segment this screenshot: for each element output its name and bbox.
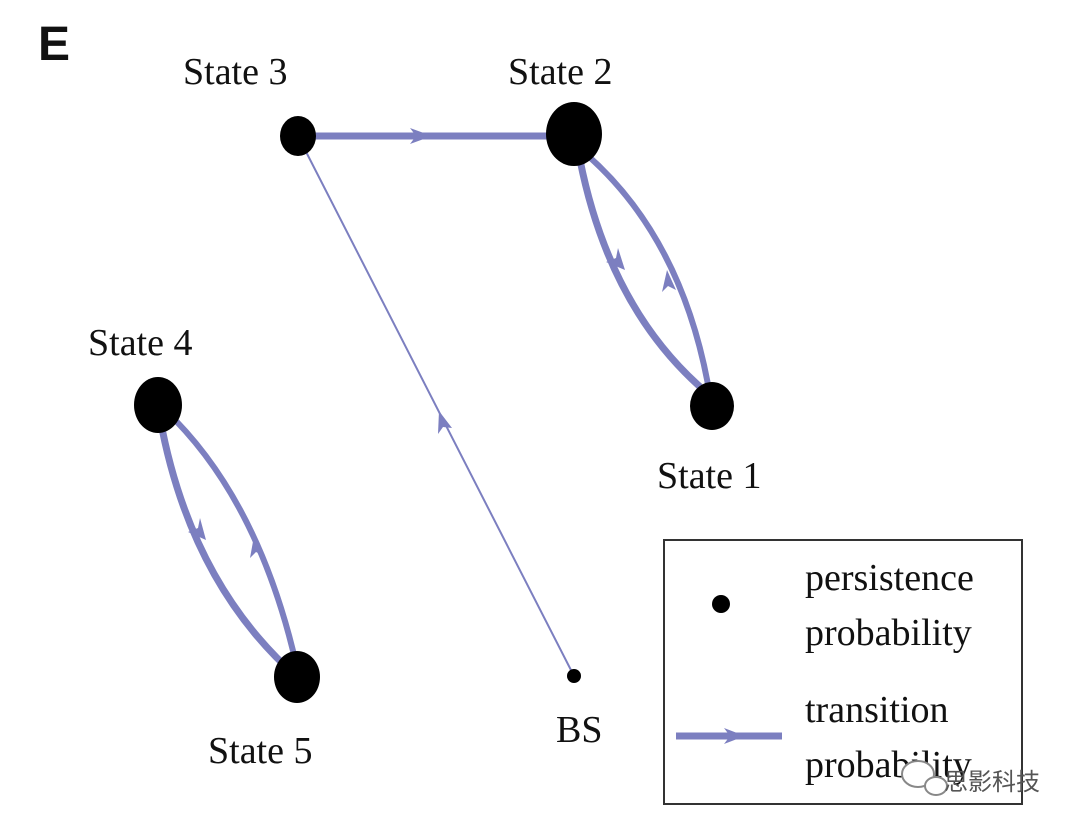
arrowheads [188, 128, 676, 558]
node-state2 [546, 102, 602, 166]
edge-state2-to-state1 [576, 156, 710, 396]
edge-state4-to-state5 [156, 414, 300, 680]
edges [156, 132, 712, 680]
label-bs: BS [556, 709, 602, 751]
edge-state1-to-state2 [583, 151, 712, 393]
arrow-state5-to-state4 [250, 536, 264, 558]
label-state1: State 1 [657, 455, 761, 497]
node-state4 [134, 377, 182, 433]
node-state3 [280, 116, 316, 156]
arrow-state1-to-state2 [662, 270, 676, 292]
node-bs [567, 669, 581, 683]
arrow-state4-to-state5 [188, 518, 206, 540]
panel-letter: E [38, 18, 70, 71]
legend-box [663, 539, 1023, 805]
legend-persistence-marker [712, 595, 730, 613]
arrow-state2-to-state1 [606, 248, 625, 270]
legend: persistence probability transition proba… [663, 539, 1023, 805]
watermark-text: 思影科技 [944, 768, 1040, 796]
watermark: 思影科技 [901, 760, 1040, 796]
arrow-bs-to-state3 [438, 411, 452, 434]
edge-bs-to-state3 [299, 139, 575, 677]
node-state5 [274, 651, 320, 703]
label-state4: State 4 [88, 322, 192, 364]
legend-persistence-line2: probability [805, 612, 972, 654]
label-state3: State 3 [183, 51, 287, 93]
label-state5: State 5 [208, 730, 312, 772]
edge-state5-to-state4 [162, 407, 301, 675]
legend-persistence-line1: persistence [805, 557, 974, 599]
legend-transition-arrow [724, 728, 745, 744]
watermark-chat-icon-small [924, 776, 948, 796]
node-state1 [690, 382, 734, 430]
label-state2: State 2 [508, 51, 612, 93]
arrow-state3-to-state2 [410, 128, 432, 144]
legend-transition-line1: transition [805, 689, 949, 731]
nodes [134, 102, 734, 703]
